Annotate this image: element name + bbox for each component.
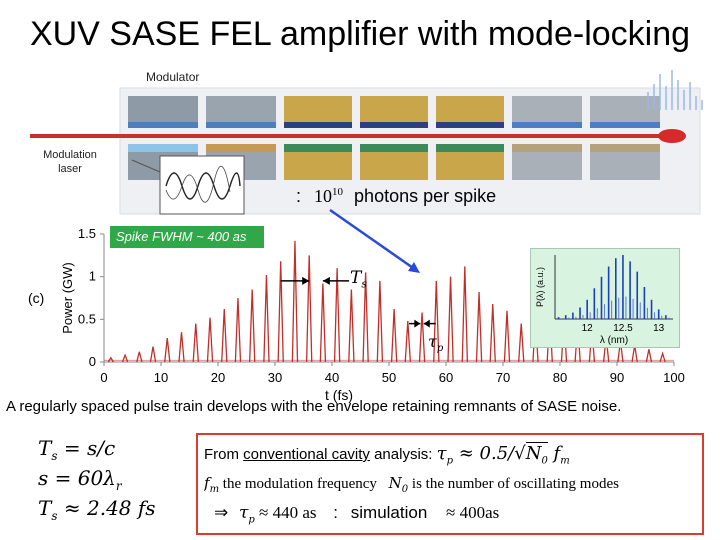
power-spike	[277, 261, 284, 363]
power-spike	[475, 292, 483, 363]
spectrum-inset: 12 12.5 13 λ (nm) P(λ) (a.u.)	[530, 248, 680, 348]
Ts-marker-label: Ts	[350, 268, 367, 291]
power-spike	[433, 280, 440, 363]
x-tick-label: 60	[439, 370, 453, 385]
power-spike	[489, 303, 496, 363]
panel-label: (c)	[28, 290, 45, 306]
power-spike	[291, 240, 299, 363]
inset-x-tick-label: 12	[582, 323, 594, 334]
x-tick-label: 20	[211, 370, 225, 385]
inset-x-tick-label: 13	[653, 323, 665, 334]
photons-exponent: 10	[332, 186, 344, 198]
eq-s: s = 60λr	[38, 466, 122, 493]
output-pulse	[658, 129, 686, 143]
undulator-top-row	[128, 96, 660, 128]
power-spike	[447, 276, 454, 363]
cavity-result: ⇒ τp ≈ 440 as : simulation ≈ 400as	[214, 503, 500, 526]
cavity-analysis-box	[196, 433, 704, 535]
power-spike	[404, 320, 412, 363]
power-spike	[461, 266, 469, 363]
power-spike	[263, 274, 270, 363]
power-spike	[234, 297, 242, 363]
photons-per-spike: : 1010 photons per spike	[296, 186, 496, 207]
caption: A regularly spaced pulse train develops …	[6, 398, 622, 415]
x-tick-label: 0	[100, 370, 107, 385]
tau-arrowhead-left	[414, 319, 421, 328]
undulator-diagram	[30, 70, 703, 215]
spike-fwhm-label: Spike FWHM ~ 400 as	[110, 226, 264, 248]
power-spike	[206, 317, 214, 363]
power-spike	[362, 272, 369, 363]
eq-Ts-value: Ts ≈ 2.48 fs	[38, 496, 156, 523]
power-spike	[319, 283, 327, 363]
x-tick-label: 80	[553, 370, 567, 385]
x-tick-label: 90	[610, 370, 624, 385]
modulation-waveform	[165, 172, 241, 200]
power-chart-svg: 0 10 20 30 40 50 60 70 80 90 100 0 0.5 1 1.5 t (fs) Powe…	[60, 226, 685, 403]
modulation-laser-label: Modulation laser	[43, 149, 97, 175]
photons-colon: :	[296, 186, 302, 206]
power-spike	[418, 312, 426, 363]
conventional-cavity-link[interactable]: conventional cavity	[243, 446, 370, 463]
power-spike	[518, 323, 525, 363]
tau-arrowhead-right	[423, 319, 430, 328]
inset-y-label: P(λ) (a.u.)	[535, 267, 545, 307]
power-spike	[503, 310, 511, 363]
y-axis-label: Power (GW)	[60, 262, 75, 334]
tau-marker-label: τp	[428, 332, 444, 355]
power-spike	[248, 289, 256, 363]
x-tick-label: 30	[268, 370, 282, 385]
y-tick-label: 1.5	[78, 226, 96, 241]
slide-title: XUV SASE FEL amplifier with mode-locking	[29, 15, 691, 53]
power-spike	[390, 309, 398, 363]
power-spike	[645, 349, 653, 363]
y-tick-label: 0	[89, 354, 96, 369]
power-chart: 0 10 20 30 40 50 60 70 80 90 100 0 0.5 1 1.5 t (fs) Powe…	[0, 220, 700, 404]
power-spike	[333, 268, 341, 363]
power-spike	[178, 332, 185, 363]
power-spike	[659, 351, 666, 363]
x-tick-label: 100	[663, 370, 685, 385]
photons-suffix: photons per spike	[354, 186, 497, 206]
cavity-heading: From conventional cavity analysis: τp ≈ …	[204, 442, 570, 467]
power-spike	[107, 356, 114, 363]
x-tick-label: 50	[382, 370, 396, 385]
power-spike	[348, 289, 355, 363]
x-tick-label: 70	[496, 370, 510, 385]
power-spike	[149, 346, 157, 363]
x-tick-label: 40	[325, 370, 339, 385]
modulation-inset	[159, 155, 245, 215]
undulator-schematic	[20, 60, 720, 220]
power-spike	[305, 255, 313, 363]
spectrum-inset-svg: 12 12.5 13 λ (nm) P(λ) (a.u.)	[535, 255, 673, 346]
power-spike	[376, 280, 384, 363]
inset-x-tick-label: 12.5	[613, 323, 633, 334]
power-spike	[221, 309, 228, 363]
power-spike	[121, 353, 129, 363]
x-tick-label: 10	[154, 370, 168, 385]
power-spike	[136, 351, 143, 363]
Ts-arrowhead-right	[322, 276, 330, 285]
y-tick-label: 1	[89, 269, 96, 284]
x-axis-label: t (fs)	[325, 387, 353, 403]
power-spike	[164, 338, 171, 363]
inset-x-label: λ (nm)	[600, 335, 628, 346]
output-spike-train	[647, 70, 703, 110]
eq-Ts: Ts = s/c	[38, 436, 116, 463]
cavity-definitions: fm the modulation frequency N0 is the nu…	[204, 474, 619, 495]
modulator-label: Modulator	[146, 70, 200, 84]
power-spike	[192, 323, 199, 363]
y-tick-label: 0.5	[78, 311, 96, 326]
cavity-formula: τp ≈ 0.5/√N0 fm	[436, 442, 570, 467]
photons-base: 10	[314, 186, 333, 206]
Ts-arrowhead-left	[302, 276, 310, 285]
